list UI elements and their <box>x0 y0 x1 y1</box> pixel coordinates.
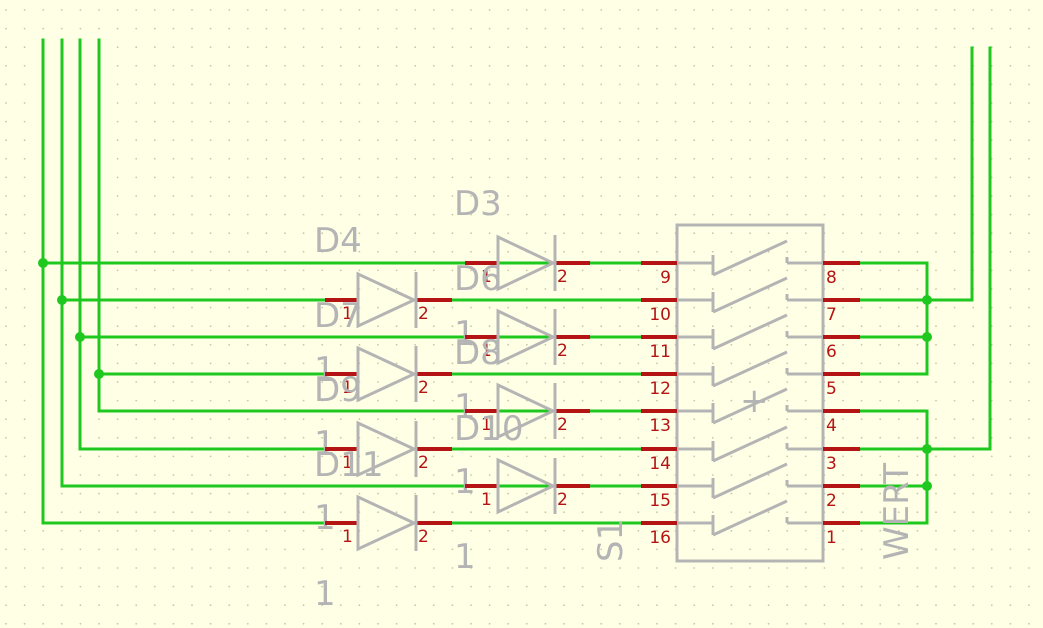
switch-pin-number: 15 <box>649 491 671 511</box>
switch-pin-number: 14 <box>649 454 671 474</box>
diode-ref-label: D3 <box>454 184 502 224</box>
switch-pin-number: 3 <box>826 454 837 474</box>
dip-switch-s1[interactable]: 9 8 10 7 11 6 12 5 13 4 14 3 15 2 16 1 + S1 WERT <box>591 223 917 563</box>
switch-pin-number: 13 <box>649 416 671 436</box>
pin-number: 1 <box>481 267 492 287</box>
pin-number: 1 <box>481 341 492 361</box>
diode-ref-label: D4 <box>314 221 362 261</box>
switch-pin-number: 12 <box>649 379 671 399</box>
diode-value-label: 1 <box>454 462 476 502</box>
wires <box>38 38 992 525</box>
diode-d9[interactable]: 1 2 D9 1 <box>314 370 452 538</box>
switch-lever <box>712 387 788 425</box>
switch-pin-number: 16 <box>649 528 671 548</box>
switch-pin-number: 6 <box>826 342 837 362</box>
pin-number: 2 <box>418 304 429 324</box>
junction-dot <box>57 295 67 305</box>
switch-contact <box>677 409 715 423</box>
switch-center-symbol: + <box>740 381 769 421</box>
switch-lever <box>712 462 788 500</box>
switch-pin-number: 5 <box>826 379 837 399</box>
diode-ref-label: D9 <box>314 370 362 410</box>
diode-d4[interactable]: 1 2 D4 1 <box>314 221 452 390</box>
pin-number: 2 <box>557 415 568 435</box>
switch-contact <box>677 521 715 535</box>
switch-contact <box>677 484 715 498</box>
pin-number: 1 <box>342 527 353 547</box>
pin-number: 2 <box>557 267 568 287</box>
junction-dot <box>38 258 48 268</box>
diode-d11[interactable]: 1 2 D11 1 <box>314 445 452 614</box>
switch-pin-number: 1 <box>826 528 837 548</box>
junction-dot <box>922 332 932 342</box>
switch-body <box>675 223 825 563</box>
switch-pin-number: 8 <box>826 268 837 288</box>
diode-value-label: 1 <box>314 574 336 614</box>
junction-dot <box>922 444 932 454</box>
diode-ref-label: D6 <box>454 259 502 299</box>
switch-pin-number: 4 <box>826 416 837 436</box>
diode-d8[interactable]: 1 2 D8 1 <box>454 333 590 502</box>
switch-pin-number: 11 <box>649 342 671 362</box>
diode-ref-label: D8 <box>454 333 502 373</box>
pin-number: 2 <box>418 527 429 547</box>
diode-ref-label: D10 <box>454 409 523 449</box>
switch-contact <box>677 372 715 386</box>
pin-number: 1 <box>481 415 492 435</box>
diode-ref-label: D11 <box>314 445 383 485</box>
junction-dot <box>94 369 104 379</box>
junction-dot <box>922 481 932 491</box>
switch-lever <box>712 239 788 277</box>
switch-lever <box>712 276 788 314</box>
pin-number: 2 <box>418 453 429 473</box>
switch-contact <box>677 447 715 461</box>
diode-value-label: 1 <box>454 314 476 354</box>
diode-value-label: 1 <box>314 498 336 538</box>
pin-number: 2 <box>418 378 429 398</box>
junction-dot <box>922 295 932 305</box>
switch-pins: 9 8 10 7 11 6 12 5 13 4 14 3 15 2 16 1 <box>641 239 860 548</box>
pin-number: 1 <box>342 453 353 473</box>
diode-value-label: 1 <box>454 387 476 427</box>
switch-lever <box>712 499 788 537</box>
diode-value-label: 1 <box>314 424 336 464</box>
switch-ref-label: S1 <box>591 519 631 562</box>
pin-number: 2 <box>557 490 568 510</box>
switch-contact <box>677 298 715 312</box>
switch-contact <box>677 335 715 349</box>
diode-d7[interactable]: 1 2 D7 1 <box>314 296 452 464</box>
switch-lever <box>712 313 788 351</box>
switch-contact <box>677 261 715 275</box>
pin-number: 2 <box>557 341 568 361</box>
diode-d10[interactable]: 1 2 D10 1 <box>454 409 590 577</box>
diode-ref-label: D7 <box>314 296 362 336</box>
pin-number: 1 <box>342 304 353 324</box>
pin-number: 1 <box>342 378 353 398</box>
switch-lever <box>712 350 788 388</box>
diode-d6[interactable]: 1 2 D6 1 <box>454 259 590 427</box>
diode-value-label: 1 <box>454 537 476 577</box>
diode-d3[interactable]: 1 2 D3 1 <box>454 184 590 354</box>
diode-value-label: 1 <box>314 350 336 390</box>
switch-pin-number: 9 <box>660 268 671 288</box>
switch-pin-number: 2 <box>826 491 837 511</box>
switch-value-label: WERT <box>877 463 917 560</box>
switch-lever <box>712 425 788 463</box>
pin-number: 1 <box>481 490 492 510</box>
switch-pin-number: 10 <box>649 305 671 325</box>
switch-pin-number: 7 <box>826 305 837 325</box>
junction-dot <box>75 332 85 342</box>
